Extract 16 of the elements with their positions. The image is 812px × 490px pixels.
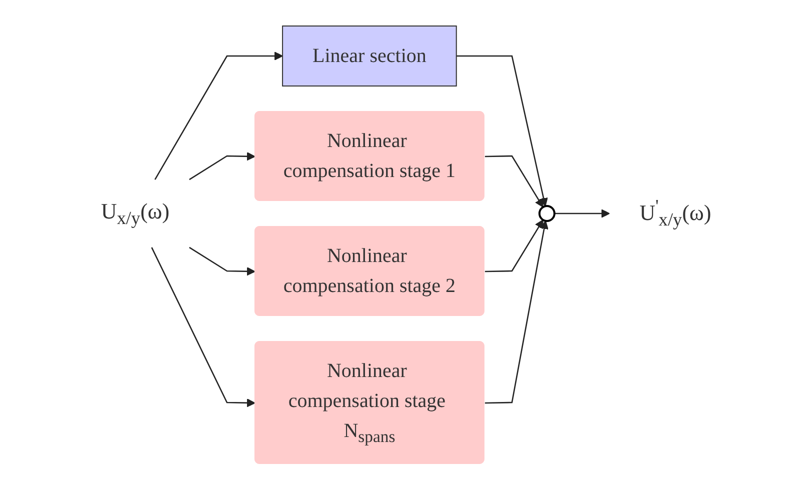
arrow: [554, 209, 610, 218]
arrow: [484, 220, 544, 272]
arrow: [456, 55, 548, 207]
node-text: U$^{'}$$_{x/y}$(ω): [639, 196, 712, 230]
node-circle: [538, 205, 556, 222]
node-box: Nonlinear compensation stage N$_{spans}$: [254, 341, 484, 464]
arrow: [484, 155, 544, 208]
arrow: [154, 52, 283, 180]
node-text: U$_{x/y}$(ω): [100, 198, 170, 228]
node-box: Nonlinear compensation stage 2: [254, 226, 484, 316]
node-box: Linear section: [282, 26, 457, 86]
arrow: [484, 220, 548, 404]
arrow: [188, 152, 256, 180]
arrow: [151, 247, 256, 408]
node-box: Nonlinear compensation stage 1: [254, 111, 484, 201]
arrow: [188, 246, 256, 276]
